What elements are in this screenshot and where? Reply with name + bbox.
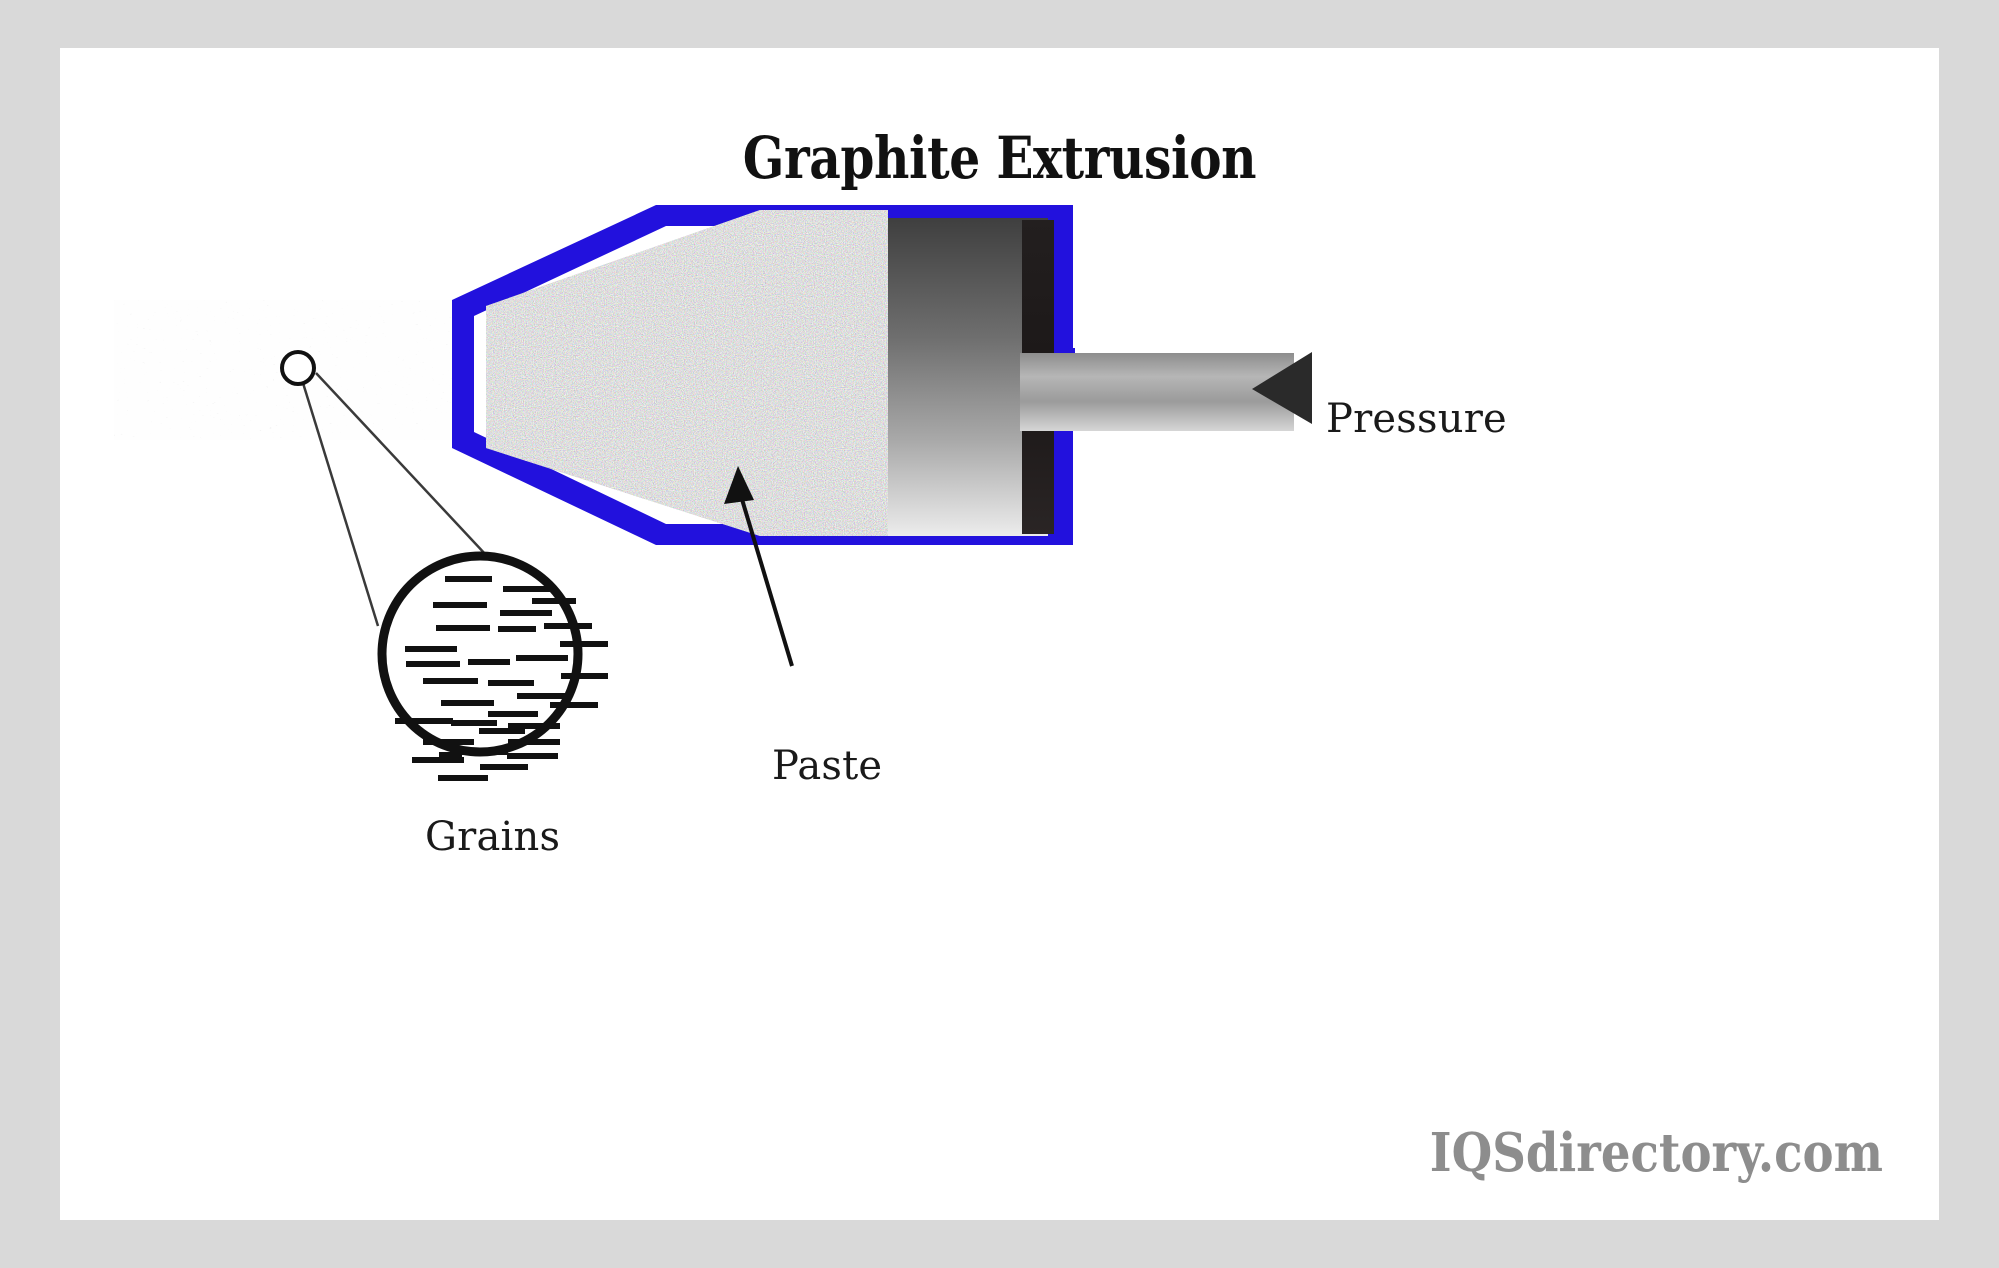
grain-magnifier	[280, 350, 608, 781]
diagram-canvas: Graphite Extrusion	[60, 48, 1939, 1220]
push-rod	[1020, 353, 1294, 431]
paste-callout-arrow	[724, 466, 794, 667]
paste-charge	[486, 210, 888, 536]
diagram-stage: Graphite Extrusion	[60, 48, 1939, 1220]
paste-label: Paste	[772, 743, 883, 789]
pressure-label: Pressure	[1326, 396, 1507, 442]
magnifier-origin-dot	[280, 350, 316, 386]
pressure-arrow-icon	[1252, 352, 1312, 424]
watermark: IQSdirectory.com	[1429, 1122, 1883, 1184]
page-title: Graphite Extrusion	[742, 124, 1257, 192]
grain-platelets	[395, 576, 608, 781]
graphite-extrusion-illustration	[114, 205, 1312, 781]
grains-label: Grains	[425, 814, 561, 860]
